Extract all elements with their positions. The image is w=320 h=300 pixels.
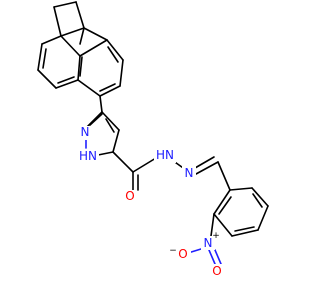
bond bbox=[75, 1, 85, 29]
nitrobenzene-ring bbox=[213, 187, 269, 237]
bond bbox=[99, 95, 103, 113]
bond bbox=[257, 205, 269, 231]
bond bbox=[218, 196, 232, 215]
bond bbox=[252, 193, 263, 208]
bond bbox=[213, 213, 233, 237]
bond bbox=[105, 118, 115, 133]
bond bbox=[53, 6, 62, 37]
carbonyl-o-label: O bbox=[125, 189, 134, 203]
bond bbox=[208, 249, 216, 265]
nitro-o-label: O bbox=[212, 264, 221, 278]
nitro-n-charge: + bbox=[212, 231, 220, 241]
bond bbox=[83, 27, 108, 41]
bond bbox=[213, 189, 231, 215]
molecule-structure: N HN O HN N N + O − O bbox=[37, 1, 269, 278]
bond bbox=[195, 161, 219, 175]
bond bbox=[89, 113, 103, 126]
pyrazole-nh-label: HN bbox=[79, 149, 97, 163]
bond bbox=[79, 27, 85, 45]
hydrazone-n-label: N bbox=[185, 166, 194, 180]
bond bbox=[41, 35, 62, 45]
bond bbox=[106, 39, 124, 61]
bond bbox=[60, 27, 85, 37]
bond bbox=[107, 46, 119, 63]
bond bbox=[77, 79, 101, 97]
bond bbox=[53, 1, 77, 8]
bond bbox=[57, 76, 75, 84]
bond bbox=[251, 187, 269, 207]
bond bbox=[79, 39, 108, 57]
bond bbox=[217, 161, 231, 191]
bond bbox=[42, 48, 47, 69]
bond bbox=[112, 129, 120, 153]
nitro-o-minus-label: O bbox=[178, 247, 187, 261]
bond bbox=[234, 226, 255, 232]
bond bbox=[37, 43, 43, 71]
bond bbox=[60, 35, 81, 57]
bond bbox=[79, 56, 83, 77]
nitro-n-label: N bbox=[204, 236, 213, 250]
bond bbox=[37, 69, 57, 89]
bond bbox=[99, 83, 116, 92]
bond bbox=[214, 249, 222, 265]
bond bbox=[119, 59, 124, 87]
acenaphthene-group bbox=[37, 1, 124, 97]
bond bbox=[99, 85, 121, 97]
nitro-o-charge: − bbox=[169, 246, 177, 256]
bond bbox=[210, 213, 215, 237]
atom-labels: N HN O HN N N + O − O bbox=[77, 125, 224, 278]
bond bbox=[229, 187, 253, 191]
bond bbox=[85, 111, 103, 129]
bond bbox=[112, 151, 134, 173]
amide-nh-label: HN bbox=[156, 148, 174, 162]
bond bbox=[194, 156, 215, 169]
bond bbox=[132, 157, 157, 173]
pyrazole-n-label: N bbox=[81, 125, 90, 139]
bond bbox=[101, 111, 120, 131]
bond bbox=[231, 229, 259, 237]
bond bbox=[77, 55, 81, 81]
bond bbox=[55, 79, 79, 89]
